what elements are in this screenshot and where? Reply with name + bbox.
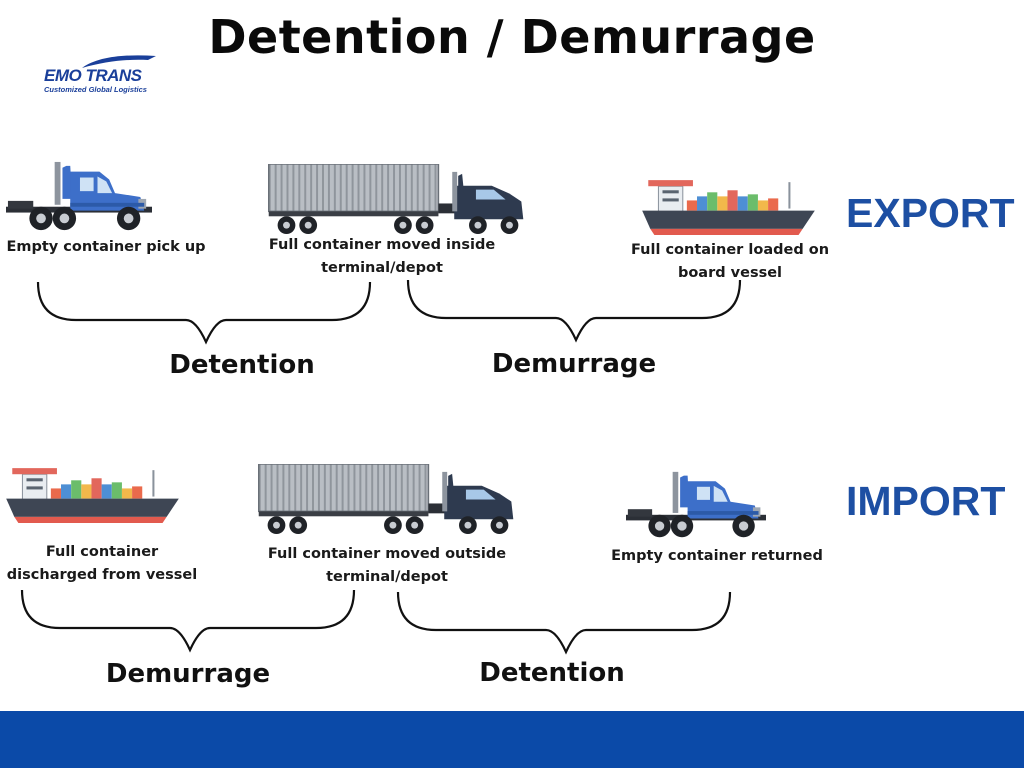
export-step-1-caption: Empty container pick up [6,239,206,255]
cargo-ship-icon [640,172,818,238]
page-title: Detention / Demurrage [208,10,816,64]
container-truck-icon [258,464,516,538]
export-detention-bracket [36,281,372,345]
import-step-2-caption: Full container moved outside terminal/de… [267,546,507,585]
logo-name: EMO TRANS [44,66,142,85]
container-truck-icon [268,164,526,238]
import-period-demurrage: Demurrage [105,659,271,689]
export-demurrage-bracket [406,279,742,343]
company-logo: EMO TRANS Customized Global Logistics [40,54,160,96]
import-step-1-caption: Full container discharged from vessel [6,544,198,583]
export-step-2-caption: Full container moved inside terminal/dep… [268,237,496,276]
export-period-detention: Detention [169,350,315,380]
import-demurrage-bracket [20,589,356,653]
import-step-3-caption: Empty container returned [611,548,823,564]
export-step-3-caption: Full container loaded on board vessel [630,242,830,281]
import-label: IMPORT [846,478,1006,524]
import-period-detention: Detention [479,658,625,688]
logo-tagline: Customized Global Logistics [44,85,147,94]
import-detention-bracket [396,591,732,655]
truck-cab-icon [626,470,766,540]
logo-swoosh-icon [82,55,156,68]
export-period-demurrage: Demurrage [491,349,657,379]
export-label: EXPORT [846,190,1015,236]
cargo-ship-icon [4,460,182,526]
footer-bar [0,711,1024,768]
truck-cab-icon [6,160,152,233]
